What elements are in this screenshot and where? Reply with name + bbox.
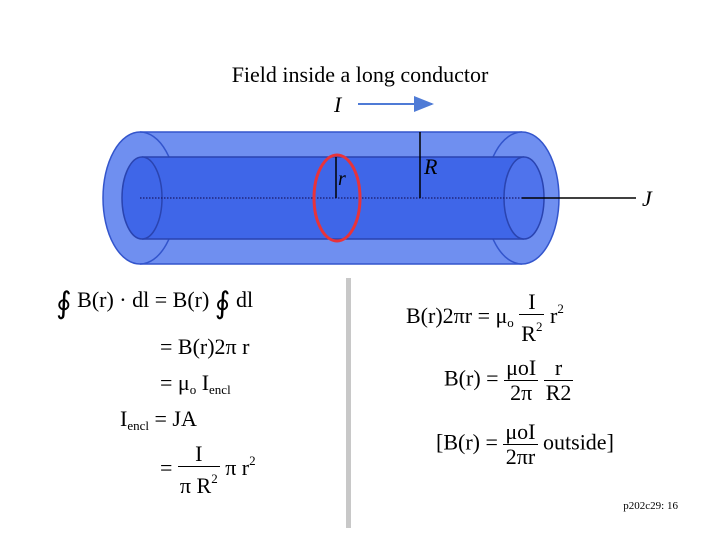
left-eq-line4: Iencl = JA (120, 406, 197, 434)
left-eq-line4-encl: encl (127, 418, 149, 433)
left-eq-line2: = B(r)2π r (160, 334, 250, 359)
density-label: J (642, 186, 652, 211)
right-eq-2-num2: r (543, 356, 574, 381)
right-eq-3-den: 2πr (505, 444, 536, 469)
right-eq-3-fraction: μoI 2πr (503, 419, 538, 469)
right-eq-1-tail-sup: 2 (557, 301, 564, 317)
ampere-law-line: ∮ B(r) · dl = B(r) ∮ dl (56, 286, 253, 321)
ampere-rhs-end: dl (235, 287, 254, 312)
left-eq-line5-eq: = (160, 455, 173, 481)
right-eq-2: B(r) = μoI 2π r R2 (444, 355, 574, 405)
right-eq-1-sub: o (507, 315, 514, 331)
right-eq-3: [B(r) = μoI 2πr outside] (436, 420, 614, 469)
right-eq-2-fraction-2: r R2 (543, 356, 574, 405)
contour-integral-symbol-2: ∮ (214, 287, 231, 320)
right-eq-3-num: μoI (503, 419, 538, 445)
right-eq-2-den2: R2 (545, 380, 572, 405)
contour-integral-symbol: ∮ (56, 287, 72, 320)
slide-title: Field inside a long conductor (231, 62, 489, 87)
left-eq-line5-den: π R (179, 473, 212, 498)
left-eq-line5-num: I (177, 442, 220, 467)
left-eq-line3-I: I (201, 370, 210, 395)
left-eq-line4-rhs: = JA (154, 406, 197, 431)
left-eq-line3-encl: encl (209, 382, 231, 397)
right-eq-1-num: I (519, 290, 545, 315)
left-eq-line3-sub: o (189, 382, 197, 397)
right-eq-1: B(r)2πr = μo I R2 r2 (406, 290, 564, 346)
right-eq-1-fraction: I R2 (519, 290, 545, 346)
conductor-diagram (102, 96, 636, 265)
right-eq-3-tail: outside] (543, 429, 614, 455)
left-eq-line5-tail-sup: 2 (249, 453, 256, 469)
ampere-rhs: = B(r) (154, 287, 210, 312)
current-label: I (334, 92, 342, 117)
ampere-lhs: B(r) · dl (77, 287, 150, 312)
right-eq-2-num1: μoI (504, 355, 539, 381)
left-eq-line5-fraction: I π R2 (177, 442, 220, 498)
radius-large-label: R (424, 154, 438, 179)
right-eq-1-tail: r (549, 303, 558, 329)
left-eq-line3-eq: = μ (160, 370, 190, 395)
right-eq-2-den1: 2π (510, 380, 533, 405)
right-eq-1-den: R (521, 321, 536, 346)
column-divider (346, 278, 351, 528)
right-eq-1-den-sup: 2 (535, 319, 543, 334)
right-eq-1-lhs: B(r)2πr = μ (406, 303, 508, 329)
amperian-loop (312, 153, 362, 243)
left-eq-line5-den-sup: 2 (211, 471, 218, 486)
left-eq-line3: = μo Iencl (160, 370, 231, 398)
right-eq-2-fraction-1: μoI 2π (504, 355, 539, 405)
radius-small-label: r (338, 168, 346, 190)
right-eq-3-lhs: [B(r) = (436, 429, 498, 455)
left-eq-line5: = I π R2 π r2 (160, 442, 256, 498)
right-eq-2-lhs: B(r) = (444, 365, 499, 391)
left-eq-line5-tail: π r (225, 455, 250, 481)
slide-footer: p202c29: 16 (623, 500, 678, 512)
left-eq-line4-I: I (120, 406, 128, 431)
